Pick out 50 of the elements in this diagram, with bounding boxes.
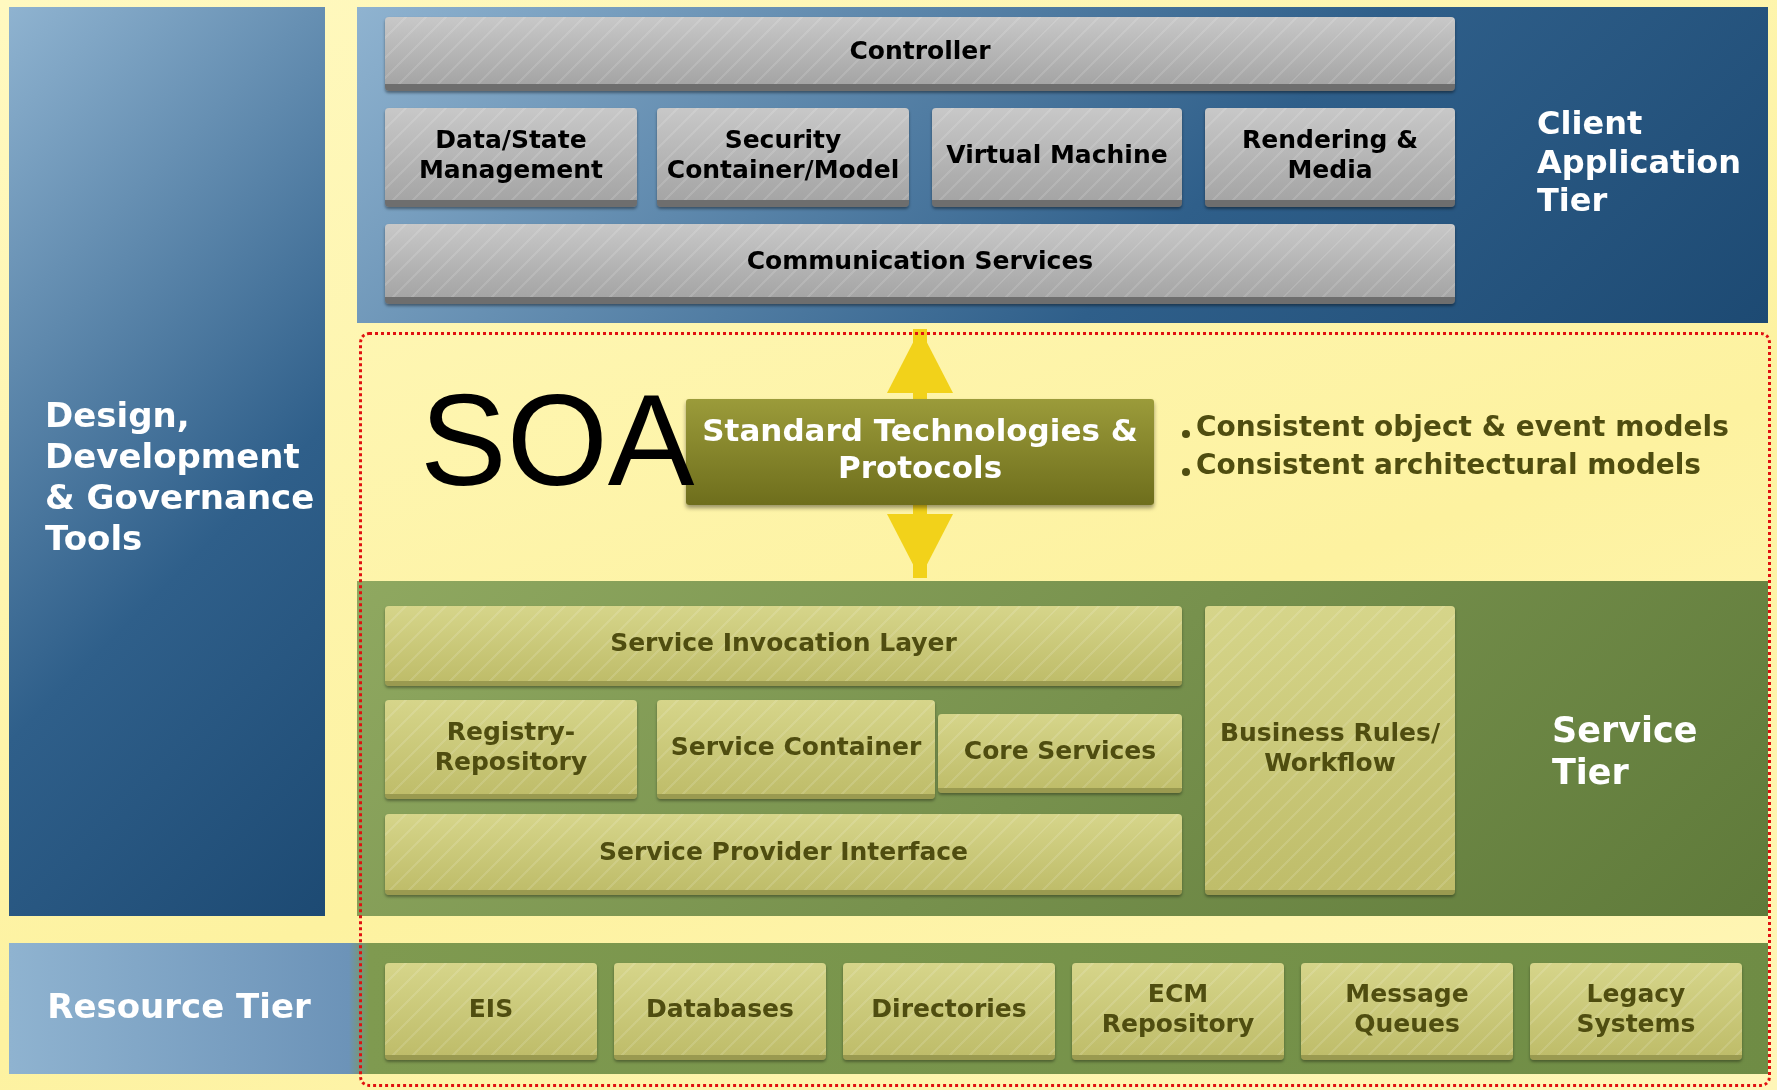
arrow <box>887 505 953 578</box>
component-box <box>385 700 637 799</box>
tier-label: Resource Tier <box>46 984 312 1028</box>
tier-panel <box>357 581 1768 916</box>
tier-label: Client Application Tier <box>1537 103 1743 222</box>
box-label: Security Container/Model <box>665 123 901 186</box>
component-box <box>657 108 909 207</box>
component-box <box>385 17 1455 91</box>
component-box <box>1301 963 1513 1060</box>
component-box <box>385 814 1182 895</box>
tier-panel <box>357 7 1768 323</box>
component-box <box>1205 108 1455 207</box>
box-label: Standard Technologies & Protocols <box>701 410 1139 487</box>
box-label: Virtual Machine <box>945 138 1169 171</box>
tier-panel <box>9 943 1768 1074</box>
component-box <box>1072 963 1284 1060</box>
component-box <box>932 108 1182 207</box>
box-label: Communication Services <box>745 245 1095 277</box>
component-box <box>1205 606 1455 895</box>
tier-label: Service Tier <box>1552 709 1699 794</box>
box-label: Controller <box>848 35 992 67</box>
bullet-text: Consistent object & event models <box>1196 410 1729 443</box>
component-box <box>938 714 1182 793</box>
box-label: Registry-Repository <box>433 715 589 778</box>
component-box <box>614 963 826 1060</box>
tier-panel <box>9 7 325 916</box>
component-box <box>657 700 935 799</box>
box-label: Data/State Management <box>418 123 604 186</box>
box-label: Service Provider Interface <box>597 835 970 868</box>
component-box <box>385 224 1455 304</box>
box-label: Rendering & Media <box>1241 123 1419 186</box>
component-box <box>1530 963 1742 1060</box>
component-box <box>385 963 597 1060</box>
box-label: Core Services <box>962 734 1158 767</box>
arrow <box>887 329 953 399</box>
box-label: Legacy Systems <box>1575 977 1697 1040</box>
box-label: Business Rules/ Workflow <box>1218 716 1442 779</box>
box-label: Message Queues <box>1344 977 1470 1040</box>
box-label: Databases <box>645 992 795 1025</box>
tier-label: Design, Development & Governance Tools <box>45 394 315 560</box>
box-label: Service Container <box>669 730 923 763</box>
overlay-title: SOA <box>420 375 695 505</box>
component-box <box>385 606 1182 686</box>
box-label: Service Invocation Layer <box>609 627 958 659</box>
box-label: Directories <box>870 992 1028 1025</box>
component-box <box>385 108 637 207</box>
box-label: EIS <box>467 992 515 1025</box>
bullet-text: Consistent architectural models <box>1196 448 1701 481</box>
box-label: ECM Repository <box>1100 977 1256 1040</box>
component-box <box>843 963 1055 1060</box>
